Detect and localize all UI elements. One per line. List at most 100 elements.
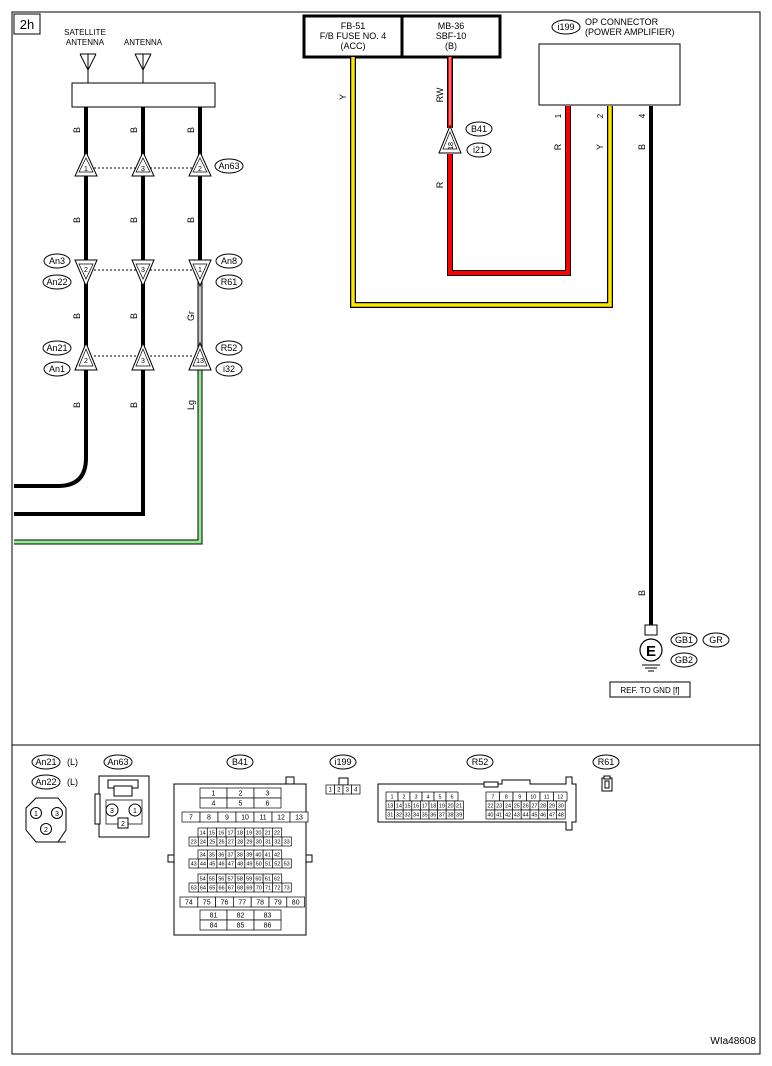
pin-number: 2 <box>239 790 243 797</box>
wire-label-r: R <box>435 181 445 188</box>
pin-number: 49 <box>246 861 252 867</box>
svg-text:3: 3 <box>141 166 145 173</box>
pin-number: 39 <box>246 852 252 858</box>
pin-number: 25 <box>209 839 215 845</box>
svg-text:18: 18 <box>448 142 455 150</box>
connector-id-i21 <box>466 142 492 158</box>
pin-cell <box>286 896 305 908</box>
pin-number: 40 <box>487 812 493 818</box>
pin-cell <box>454 809 464 820</box>
wire-label-b: B <box>72 313 82 319</box>
ground-symbol: E <box>646 643 656 660</box>
pin-number: 53 <box>284 861 290 867</box>
legend-id-r52-label: R52 <box>472 757 489 767</box>
pin-number: 3 <box>346 788 350 794</box>
pin-number: 68 <box>237 885 243 891</box>
satellite-antenna-label-1: SATELLITE <box>64 28 106 37</box>
svg-text:3: 3 <box>141 267 145 274</box>
ground-wire-label-b: B <box>637 590 647 596</box>
pin-number: 15 <box>404 803 410 809</box>
ground-id-gr-label: GR <box>709 635 723 645</box>
pin-number: 2 <box>337 788 341 794</box>
connector-id-an3-label: An3 <box>49 256 65 266</box>
svg-text:3: 3 <box>55 811 59 818</box>
legend-id-b41-label: B41 <box>232 757 248 767</box>
svg-text:1: 1 <box>84 166 88 173</box>
legend-an21-suffix: (L) <box>67 757 78 767</box>
pin-number: 64 <box>200 885 206 891</box>
pin-number: 18 <box>430 803 436 809</box>
svg-text:3: 3 <box>141 358 145 365</box>
pin-number: 20 <box>255 830 261 836</box>
pin-number: 17 <box>422 803 428 809</box>
pin-number: 35 <box>209 852 215 858</box>
legend-id-an63-label: An63 <box>107 757 128 767</box>
pin-number: 11 <box>544 794 550 800</box>
pin-cell <box>281 836 292 847</box>
connector-id-an8 <box>215 253 243 269</box>
wire-label-b: B <box>72 127 82 133</box>
pin-number: 79 <box>274 899 282 906</box>
wire-label-lg: Lg <box>186 400 196 410</box>
wire-label-b: B <box>186 127 196 133</box>
power-amplifier-box <box>538 43 681 106</box>
legend-id-b41 <box>226 754 254 770</box>
connector-pin-up: 1 <box>74 150 98 177</box>
svg-text:2: 2 <box>84 358 88 365</box>
wire-label-b: B <box>129 127 139 133</box>
ref-gnd-box <box>609 681 691 698</box>
pin-number: 62 <box>274 876 280 882</box>
pin-number: 13 <box>387 803 393 809</box>
wire-yellow <box>351 57 612 307</box>
pin-number: 73 <box>284 885 290 891</box>
pin-number: 8 <box>207 814 211 821</box>
wire-a-black <box>14 107 88 488</box>
connector-id-an22 <box>42 274 72 290</box>
ground-terminal <box>644 624 658 636</box>
pin-number: 28 <box>540 803 546 809</box>
pin-number: 54 <box>200 876 206 882</box>
pin-number: 24 <box>200 839 206 845</box>
legend-id-r52 <box>466 754 494 770</box>
wire-label-b: B <box>129 217 139 223</box>
svg-text:13: 13 <box>196 358 204 365</box>
connector-id-r52-label: R52 <box>221 343 238 353</box>
pin-number: 5 <box>239 800 243 807</box>
pin-number: 55 <box>209 876 215 882</box>
pin-number: 82 <box>237 912 245 919</box>
connector-pin-up: 2 <box>188 150 212 177</box>
pin-number: 15 <box>209 830 215 836</box>
wire-red <box>448 106 570 275</box>
connector-id-an21 <box>42 340 72 356</box>
pin-number: 32 <box>396 812 402 818</box>
pin-number: 23 <box>191 839 197 845</box>
pin-number: 38 <box>447 812 453 818</box>
pin-number: 47 <box>549 812 555 818</box>
pin-number: 22 <box>274 830 280 836</box>
pin-number: 23 <box>496 803 502 809</box>
pin-number: 51 <box>265 861 271 867</box>
pin-number: 12 <box>277 814 285 821</box>
wire-label-gr: Gr <box>186 311 196 321</box>
ground-id-gr <box>702 632 730 648</box>
pin-number: 20 <box>447 803 453 809</box>
svg-text:1: 1 <box>34 811 38 818</box>
connector-id-an63 <box>214 158 244 174</box>
pin-number: 36 <box>430 812 436 818</box>
pin-number: 63 <box>191 885 197 891</box>
an21-connector-face: 1 3 2 <box>25 797 67 843</box>
pin-number: 41 <box>496 812 502 818</box>
pin-number: 19 <box>246 830 252 836</box>
ground-id-gb2-label: GB2 <box>675 655 693 665</box>
pin-cell <box>281 858 292 869</box>
pin-cell <box>351 784 361 795</box>
pin-number: 58 <box>237 876 243 882</box>
amp-wire-y: Y <box>595 144 605 150</box>
pin-number: 72 <box>274 885 280 891</box>
pin-number: 42 <box>505 812 511 818</box>
connector-pin-down: 2 <box>74 259 98 288</box>
antenna-icon <box>134 53 152 83</box>
pin-number: 86 <box>264 922 272 929</box>
pin-number: 19 <box>439 803 445 809</box>
